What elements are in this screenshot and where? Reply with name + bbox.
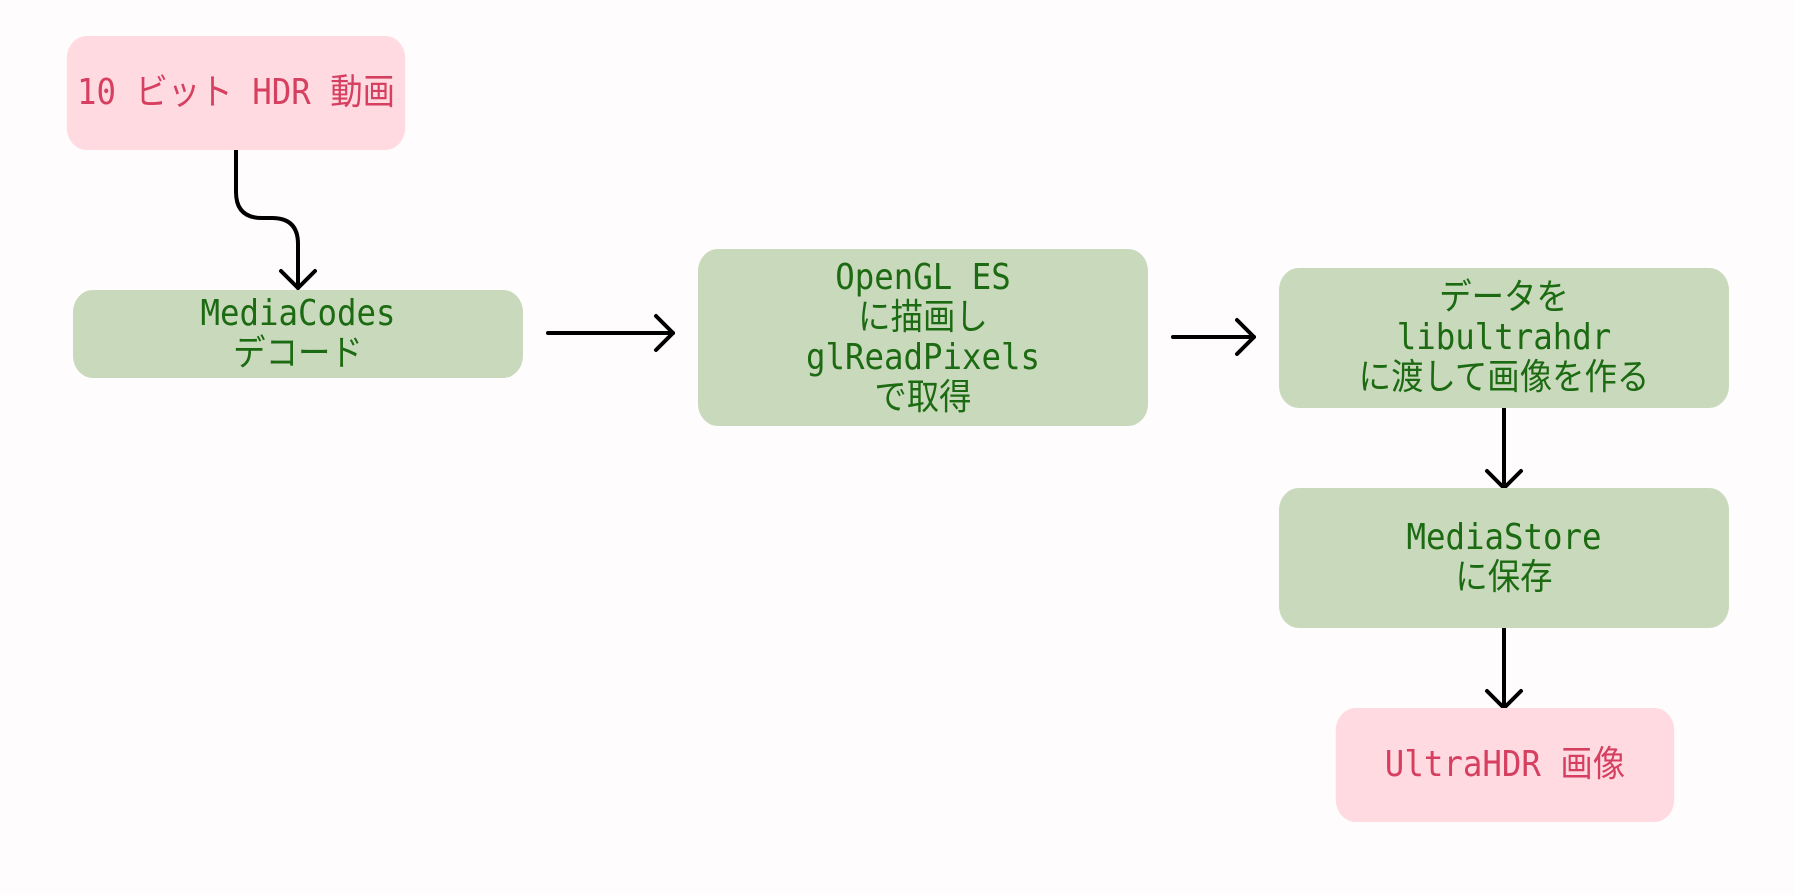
arrowhead-render-to-encode (1235, 318, 1256, 356)
node-output-image: UltraHDR 画像 (1335, 708, 1675, 822)
node-label: に保存 (1455, 557, 1553, 598)
node-store: MediaStore に保存 (1279, 488, 1729, 628)
node-label: で取得 (874, 376, 972, 418)
node-label: に描画し (858, 296, 988, 338)
node-label: libultrahdr (1396, 317, 1612, 358)
node-label: 10 ビット HDR 動画 (76, 72, 396, 113)
node-label: MediaCodes (200, 293, 396, 334)
node-label: UltraHDR 画像 (1384, 744, 1626, 785)
node-label: に渡して画像を作る (1358, 357, 1650, 398)
arrowhead-encode-to-store (1485, 469, 1523, 490)
node-label: デコード (233, 333, 363, 374)
node-label: OpenGL ES (835, 256, 1011, 298)
node-encode: データを libultrahdr に渡して画像を作る (1279, 268, 1729, 408)
arrowhead-decode-to-render (654, 314, 675, 352)
node-source-video: 10 ビット HDR 動画 (66, 36, 406, 150)
node-label: データを (1439, 277, 1569, 318)
node-label: MediaStore (1406, 517, 1602, 558)
arrow-video-to-decode (234, 148, 300, 290)
arrowhead-video-to-decode (279, 269, 317, 290)
arrowhead-store-to-output (1485, 689, 1523, 710)
node-label: glReadPixels (805, 336, 1041, 378)
node-decode: MediaCodes デコード (73, 290, 523, 378)
node-render: OpenGL ES に描画し glReadPixels で取得 (698, 249, 1148, 426)
